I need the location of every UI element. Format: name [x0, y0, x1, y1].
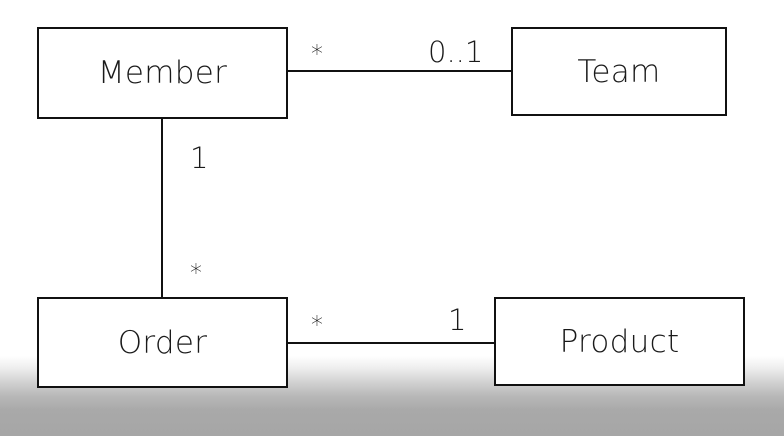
association-member-team-line — [287, 70, 512, 72]
entity-order: Order — [37, 297, 288, 388]
entity-product: Product — [494, 297, 745, 386]
multiplicity-order-product-product-end: 1 — [448, 303, 467, 337]
multiplicity-member-order-order-end: * — [190, 259, 202, 287]
entity-member: Member — [37, 27, 288, 119]
entity-team: Team — [511, 27, 727, 116]
multiplicity-member-order-member-end: 1 — [190, 141, 209, 175]
entity-product-label: Product — [559, 323, 680, 360]
entity-member-label: Member — [97, 55, 228, 91]
entity-order-label: Order — [117, 324, 208, 361]
multiplicity-member-team-team-end: 0..1 — [428, 35, 484, 69]
multiplicity-order-product-order-end: * — [311, 311, 323, 339]
association-order-product-line — [287, 342, 495, 344]
multiplicity-member-team-member-end: * — [311, 40, 323, 68]
association-member-order-line — [161, 118, 163, 299]
entity-team-label: Team — [577, 53, 661, 90]
